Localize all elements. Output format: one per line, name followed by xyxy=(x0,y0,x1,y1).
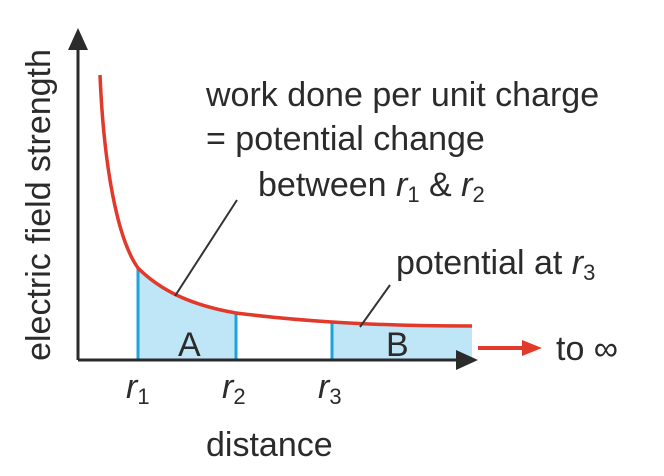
tick-label-r2: r2 xyxy=(222,368,246,409)
work-annotation-line3: between r1 & r2 xyxy=(258,166,485,207)
tick-label-r1: r1 xyxy=(126,368,150,409)
infinity-label: to ∞ xyxy=(556,330,618,368)
work-annotation-line1: work done per unit charge xyxy=(205,76,599,114)
x-axis-arrowhead xyxy=(456,350,478,370)
tick-label-r3: r3 xyxy=(318,368,342,409)
work-annotation-line2: = potential change xyxy=(206,120,485,158)
region-a-area xyxy=(138,268,236,360)
y-axis-label: electric field strength xyxy=(20,49,58,361)
potential-annotation: potential at r3 xyxy=(396,244,595,285)
field-curve xyxy=(98,74,473,328)
region-a-label: A xyxy=(178,326,201,364)
region-b-area xyxy=(332,322,472,360)
potential-pointer-line xyxy=(359,284,391,328)
y-axis-arrowhead xyxy=(68,28,88,50)
infinity-arrowhead xyxy=(522,340,542,356)
region-b-label: B xyxy=(386,326,409,364)
x-axis-label: distance xyxy=(206,426,333,464)
work-pointer-line xyxy=(174,199,238,297)
